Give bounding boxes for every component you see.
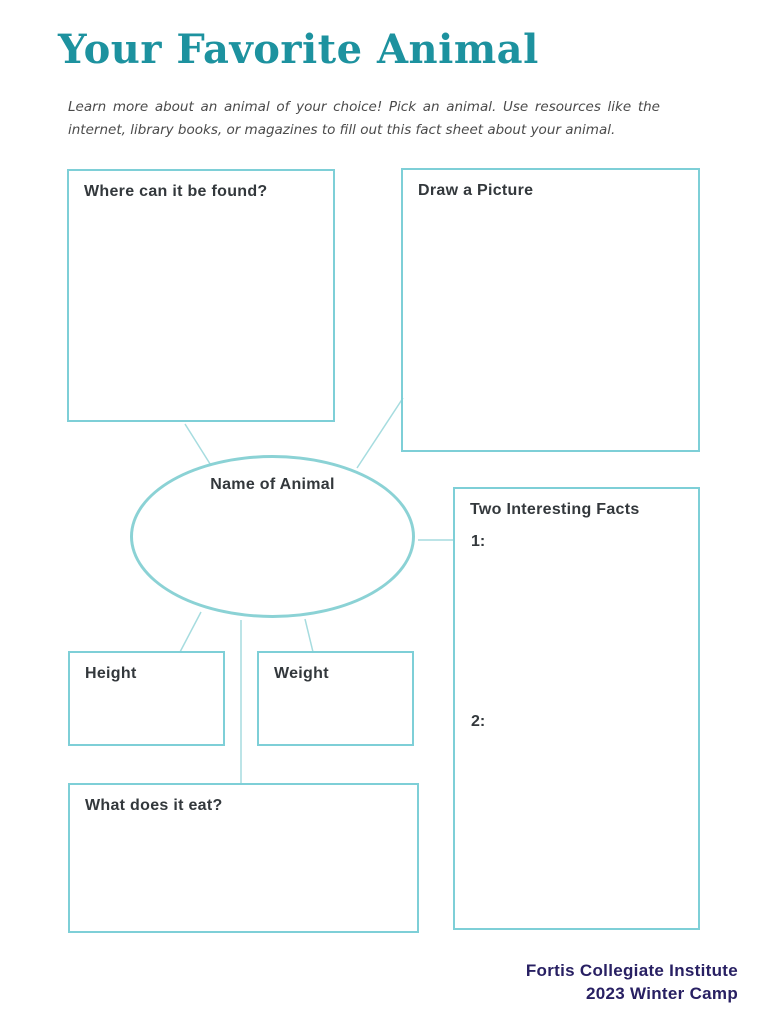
draw-picture-box[interactable]: Draw a Picture xyxy=(401,168,700,452)
name-of-animal-ellipse[interactable]: Name of Animal xyxy=(130,455,415,618)
what-eat-label: What does it eat? xyxy=(85,797,223,814)
page-title: Your Favorite Animal xyxy=(58,26,539,73)
draw-picture-label: Draw a Picture xyxy=(418,182,534,199)
two-facts-label: Two Interesting Facts xyxy=(470,501,640,518)
fact-2-label: 2: xyxy=(471,713,486,730)
where-found-box[interactable]: Where can it be found? xyxy=(67,169,335,422)
where-found-label: Where can it be found? xyxy=(84,183,268,200)
weight-label: Weight xyxy=(274,665,329,682)
footer-institute: Fortis Collegiate Institute xyxy=(525,961,738,980)
weight-box[interactable]: Weight xyxy=(257,651,414,746)
fact-1-label: 1: xyxy=(471,533,486,550)
height-box[interactable]: Height xyxy=(68,651,225,746)
height-label: Height xyxy=(85,665,137,682)
two-facts-box[interactable]: Two Interesting Facts 1: 2: xyxy=(453,487,700,930)
footer-credit: Fortis Collegiate Institute 2023 Winter … xyxy=(526,959,738,1005)
name-of-animal-label: Name of Animal xyxy=(210,476,335,493)
what-eat-box[interactable]: What does it eat? xyxy=(68,783,419,933)
instructions-text: Learn more about an animal of your choic… xyxy=(68,99,660,138)
footer-camp: 2023 Winter Camp xyxy=(585,984,738,1003)
